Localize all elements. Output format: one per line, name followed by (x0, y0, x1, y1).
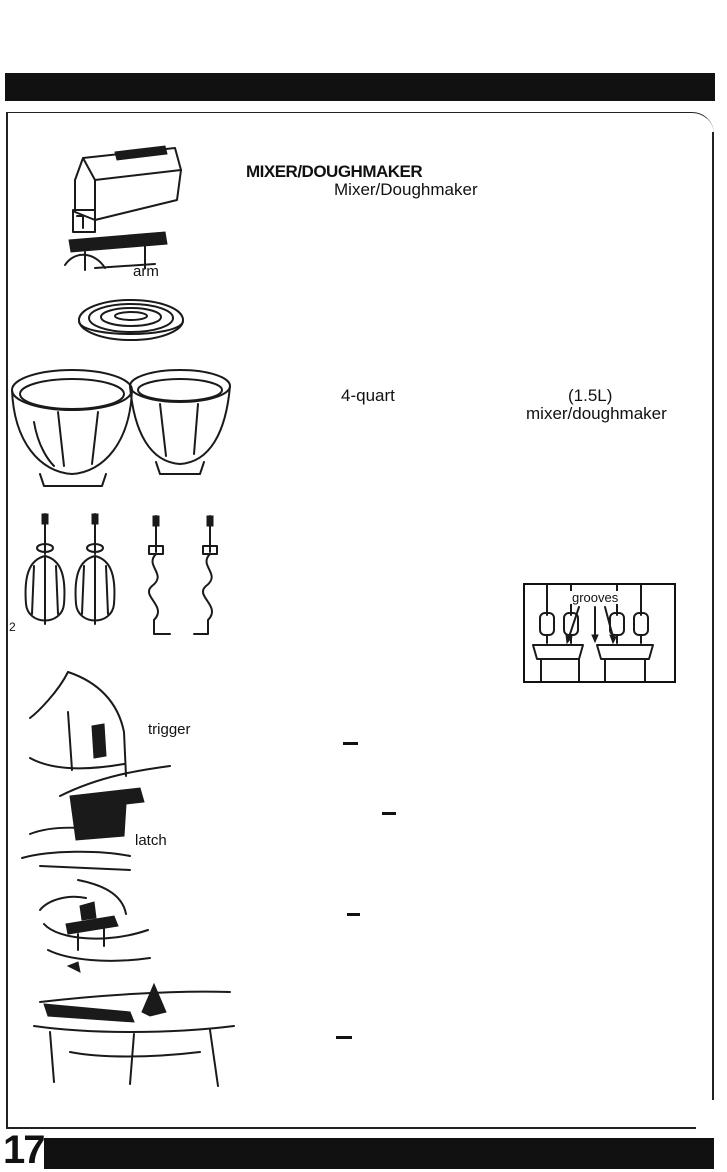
grooves-detail-box: grooves (523, 583, 676, 683)
latch-icon (21, 765, 171, 871)
section-subheading: Mixer/Doughmaker (334, 180, 478, 199)
section-heading: MIXER/DOUGHMAKER (246, 162, 423, 181)
header-bar (5, 73, 715, 101)
bullet-mark (347, 913, 360, 916)
bullet-mark (343, 742, 358, 745)
frame-right-edge (712, 132, 714, 1100)
arm-label: arm (133, 263, 159, 280)
trigger-icon (29, 671, 127, 777)
bowl-size-text: 4-quart (341, 386, 395, 405)
mixing-bowls-icon (11, 369, 231, 487)
page-number: 17 (3, 1128, 45, 1172)
slider-icon (33, 982, 235, 1087)
bowl-metric-text: (1.5L) (568, 386, 613, 405)
left-margin-mark: 2 (9, 620, 16, 634)
turntable-icon (78, 299, 184, 341)
mixer-on-stand-icon (64, 145, 182, 271)
grooves-label: grooves (570, 590, 621, 605)
footer-bar (44, 1138, 714, 1169)
ejector-icon (39, 879, 151, 973)
content-frame (6, 112, 714, 1129)
latch-label: latch (135, 832, 167, 849)
trigger-label: trigger (148, 721, 191, 738)
frame-bottom-edge (6, 1127, 696, 1129)
bowl-product-text: mixer/doughmaker (526, 404, 667, 423)
beaters-icon (24, 513, 116, 625)
bullet-mark (336, 1036, 352, 1039)
bullet-mark (382, 812, 396, 815)
grooves-detail-icon (532, 585, 654, 681)
footer-bar-notch (118, 1164, 714, 1169)
dough-hooks-icon (148, 515, 218, 635)
